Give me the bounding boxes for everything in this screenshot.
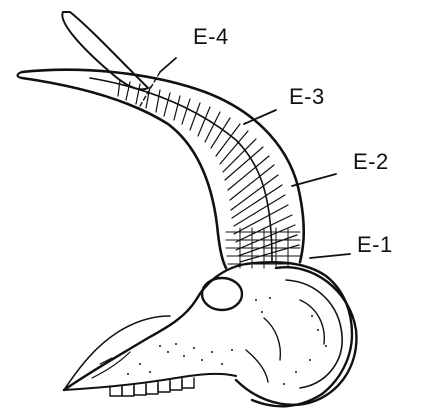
e4-leader <box>160 58 176 72</box>
label-e4: E-4 <box>193 24 229 50</box>
e2-leader <box>292 174 336 186</box>
jaw-line <box>64 374 236 390</box>
horn-tip <box>18 72 23 78</box>
eye-orbit <box>202 278 242 310</box>
label-e3: E-3 <box>289 84 325 110</box>
horn-outer-edge <box>22 70 304 262</box>
label-e1: E-1 <box>357 232 393 258</box>
horn-inner-edge <box>22 78 226 268</box>
rear-horn <box>62 12 148 89</box>
e1-leader <box>310 254 350 258</box>
horn-growth-rings <box>118 80 299 262</box>
label-e2: E-2 <box>353 149 389 175</box>
horn-ridge <box>90 78 272 262</box>
